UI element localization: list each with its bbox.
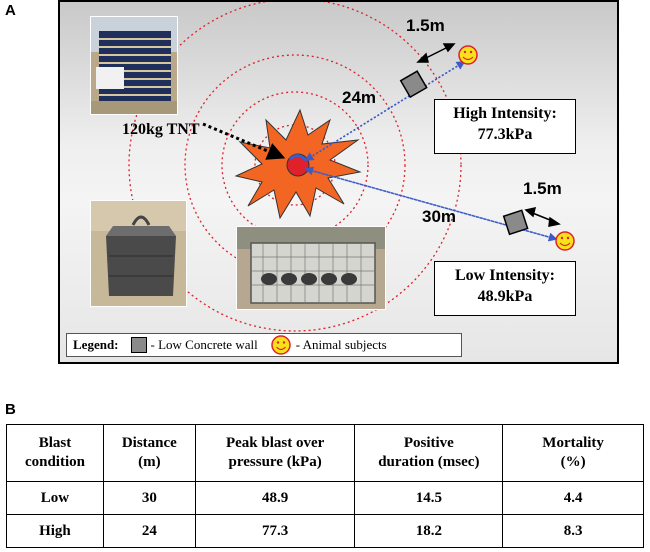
explosion-icon bbox=[234, 108, 362, 220]
panel-b-label: B bbox=[5, 401, 16, 418]
table-row: High 24 77.3 18.2 8.3 bbox=[6, 514, 644, 548]
low-path-return-arrow-icon bbox=[304, 166, 557, 240]
panel-a-label: A bbox=[5, 2, 16, 19]
high-offset-label: 1.5m bbox=[406, 16, 445, 35]
low-offset-label: 1.5m bbox=[523, 179, 562, 198]
diagram-graphics bbox=[128, 2, 575, 332]
low-concrete-wall-icon bbox=[502, 209, 529, 236]
low-distance-label: 30m bbox=[422, 207, 457, 226]
cell-pressure: 48.9 bbox=[194, 481, 356, 515]
concrete-wall-legend-icon bbox=[130, 337, 147, 353]
legend-wall-text: - Low Concrete wall bbox=[150, 337, 258, 352]
high-path-return-arrow-icon bbox=[304, 61, 465, 161]
header-distance: Distance(m) bbox=[102, 424, 196, 482]
legend: Legend: - Low Concrete wall - Animal sub… bbox=[66, 333, 462, 357]
high-concrete-wall-icon bbox=[399, 70, 428, 99]
cell-condition: Low bbox=[6, 481, 104, 515]
cell-distance: 24 bbox=[102, 514, 196, 548]
legend-title: Legend: bbox=[73, 337, 119, 352]
tnt-stack-photo bbox=[90, 16, 178, 115]
cell-mortality: 4.4 bbox=[502, 481, 644, 515]
cell-duration: 18.2 bbox=[354, 514, 504, 548]
pressure-ring-4 bbox=[128, 2, 462, 332]
tnt-label: 120kg TNT bbox=[122, 121, 200, 138]
high-intensity-box: High Intensity: 77.3kPa bbox=[434, 99, 576, 154]
high-distance-label: 24m bbox=[342, 88, 377, 107]
high-intensity-title: High Intensity: bbox=[453, 105, 557, 122]
legend-animal-text: - Animal subjects bbox=[295, 337, 387, 352]
table-row: Low 30 48.9 14.5 4.4 bbox=[6, 481, 644, 515]
pressure-ring-3 bbox=[184, 54, 406, 276]
tnt-pointer-arrow-icon bbox=[202, 122, 286, 160]
cage-photo bbox=[236, 226, 386, 310]
low-smiley-icon bbox=[555, 231, 575, 251]
high-smiley-icon bbox=[458, 45, 478, 65]
high-intensity-value: 77.3kPa bbox=[477, 126, 533, 143]
cell-pressure: 77.3 bbox=[194, 514, 356, 548]
cell-condition: High bbox=[6, 514, 104, 548]
cell-mortality: 8.3 bbox=[502, 514, 644, 548]
low-intensity-value: 48.9kPa bbox=[477, 288, 533, 305]
blast-diagram: 120kg TNT 1.5m 24m 1.5m 30m High Intensi… bbox=[58, 0, 619, 364]
smiley-legend-icon bbox=[270, 335, 291, 355]
low-intensity-title: Low Intensity: bbox=[454, 267, 555, 284]
header-mortality: Mortality(%) bbox=[502, 424, 644, 482]
low-intensity-box: Low Intensity: 48.9kPa bbox=[434, 261, 576, 316]
cell-duration: 14.5 bbox=[354, 481, 504, 515]
concrete-wall-photo bbox=[90, 200, 187, 307]
cell-distance: 30 bbox=[102, 481, 196, 515]
pressure-ring-2 bbox=[221, 91, 369, 239]
